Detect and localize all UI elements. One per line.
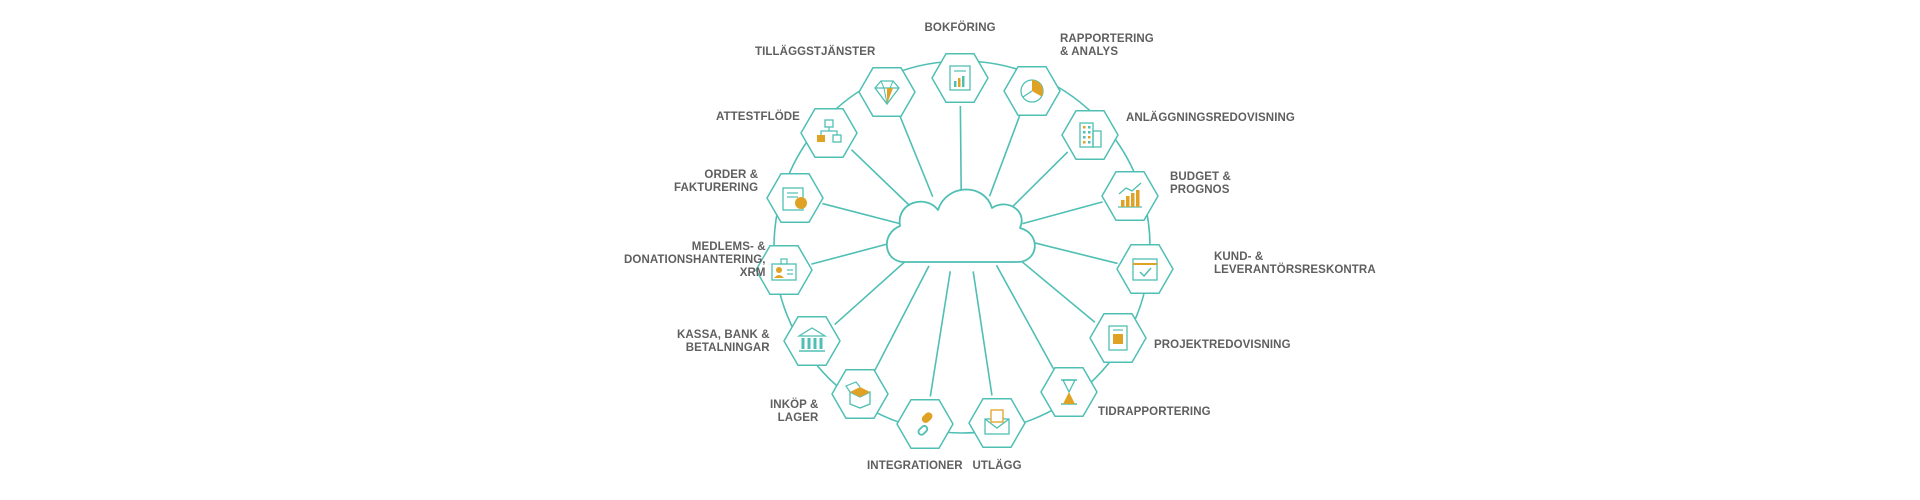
node-projekt <box>1089 313 1147 363</box>
node-tillagg <box>858 67 916 117</box>
label-utlagg: UTLÄGG <box>972 459 1022 472</box>
hexagon-frame <box>1101 171 1159 221</box>
report-chart-icon <box>949 65 971 91</box>
diamond-icon <box>874 80 900 106</box>
node-rapportering <box>1003 66 1061 116</box>
envelope-receipt-icon <box>984 409 1010 435</box>
hexagon-frame <box>800 108 858 158</box>
connector-budget <box>1022 201 1103 225</box>
label-inkop: INKÖP & LAGER <box>770 399 819 424</box>
project-document-icon <box>1108 325 1128 351</box>
connector-bokforing <box>959 105 962 193</box>
node-kassa <box>783 316 841 366</box>
connector-integrationer <box>929 271 952 397</box>
label-order: ORDER & FAKTURERING <box>674 169 759 194</box>
label-integrationer: INTEGRATIONER <box>867 459 963 472</box>
connector-order <box>822 202 902 225</box>
hexagon-frame <box>766 173 824 223</box>
bank-icon <box>796 327 828 352</box>
node-utlagg <box>968 398 1026 448</box>
node-bokforing <box>931 53 989 103</box>
connector-attest <box>850 149 913 209</box>
bar-chart-trend-icon <box>1118 182 1142 208</box>
label-tillagg: TILLÄGGSTJÄNSTER <box>755 45 876 58</box>
connector-kassa <box>834 254 913 326</box>
label-kassa: KASSA, BANK & BETALNINGAR <box>677 329 770 354</box>
label-rapportering: RAPPORTERING & ANALYS <box>1060 33 1154 58</box>
hexagon-frame <box>783 316 841 366</box>
id-badge-icon <box>771 258 797 281</box>
connector-anlaggning <box>1010 151 1069 209</box>
cloud-icon <box>885 188 1036 263</box>
label-attest: ATTESTFLÖDE <box>716 110 800 123</box>
label-anlaggning: ANLÄGGNINGSREDOVISNING <box>1126 111 1295 124</box>
hexagon-frame <box>1116 244 1174 294</box>
hexagon-frame <box>1061 110 1119 160</box>
hourglass-icon <box>1061 379 1077 405</box>
chain-link-icon <box>917 412 933 436</box>
connector-tid <box>995 264 1055 370</box>
open-box-icon <box>845 381 871 409</box>
calendar-check-icon <box>1132 258 1158 281</box>
connector-rapportering <box>988 115 1021 197</box>
hexagon-frame <box>896 399 954 449</box>
invoice-icon <box>782 187 807 211</box>
node-medlem <box>755 245 813 295</box>
building-icon <box>1079 122 1102 148</box>
connector-inkop <box>874 265 930 371</box>
connector-tillagg <box>899 116 934 198</box>
node-kund <box>1116 244 1174 294</box>
flowchart-icon <box>817 119 842 143</box>
node-integrationer <box>896 399 954 449</box>
label-kund: KUND- & LEVERANTÖRSRESKONTRA <box>1214 251 1376 276</box>
pie-chart-icon <box>1020 79 1044 103</box>
label-projekt: PROJEKTREDOVISNING <box>1154 338 1291 351</box>
node-anlaggning <box>1061 110 1119 160</box>
node-tid <box>1040 367 1098 417</box>
hexagon-frame <box>755 245 813 295</box>
node-attest <box>800 108 858 158</box>
label-medlem: MEDLEMS- & DONATIONSHANTERING, XRM <box>624 240 766 279</box>
node-inkop <box>831 369 889 419</box>
connector-kund <box>1022 239 1118 265</box>
connector-projekt <box>1012 253 1096 323</box>
label-budget: BUDGET & PROGNOS <box>1170 171 1231 196</box>
label-tid: TIDRAPPORTERING <box>1098 405 1211 418</box>
connector-utlagg <box>972 271 993 396</box>
node-order <box>766 173 824 223</box>
hexagon-frame <box>968 398 1026 448</box>
label-bokforing: BOKFÖRING <box>924 21 996 34</box>
node-budget <box>1101 171 1159 221</box>
